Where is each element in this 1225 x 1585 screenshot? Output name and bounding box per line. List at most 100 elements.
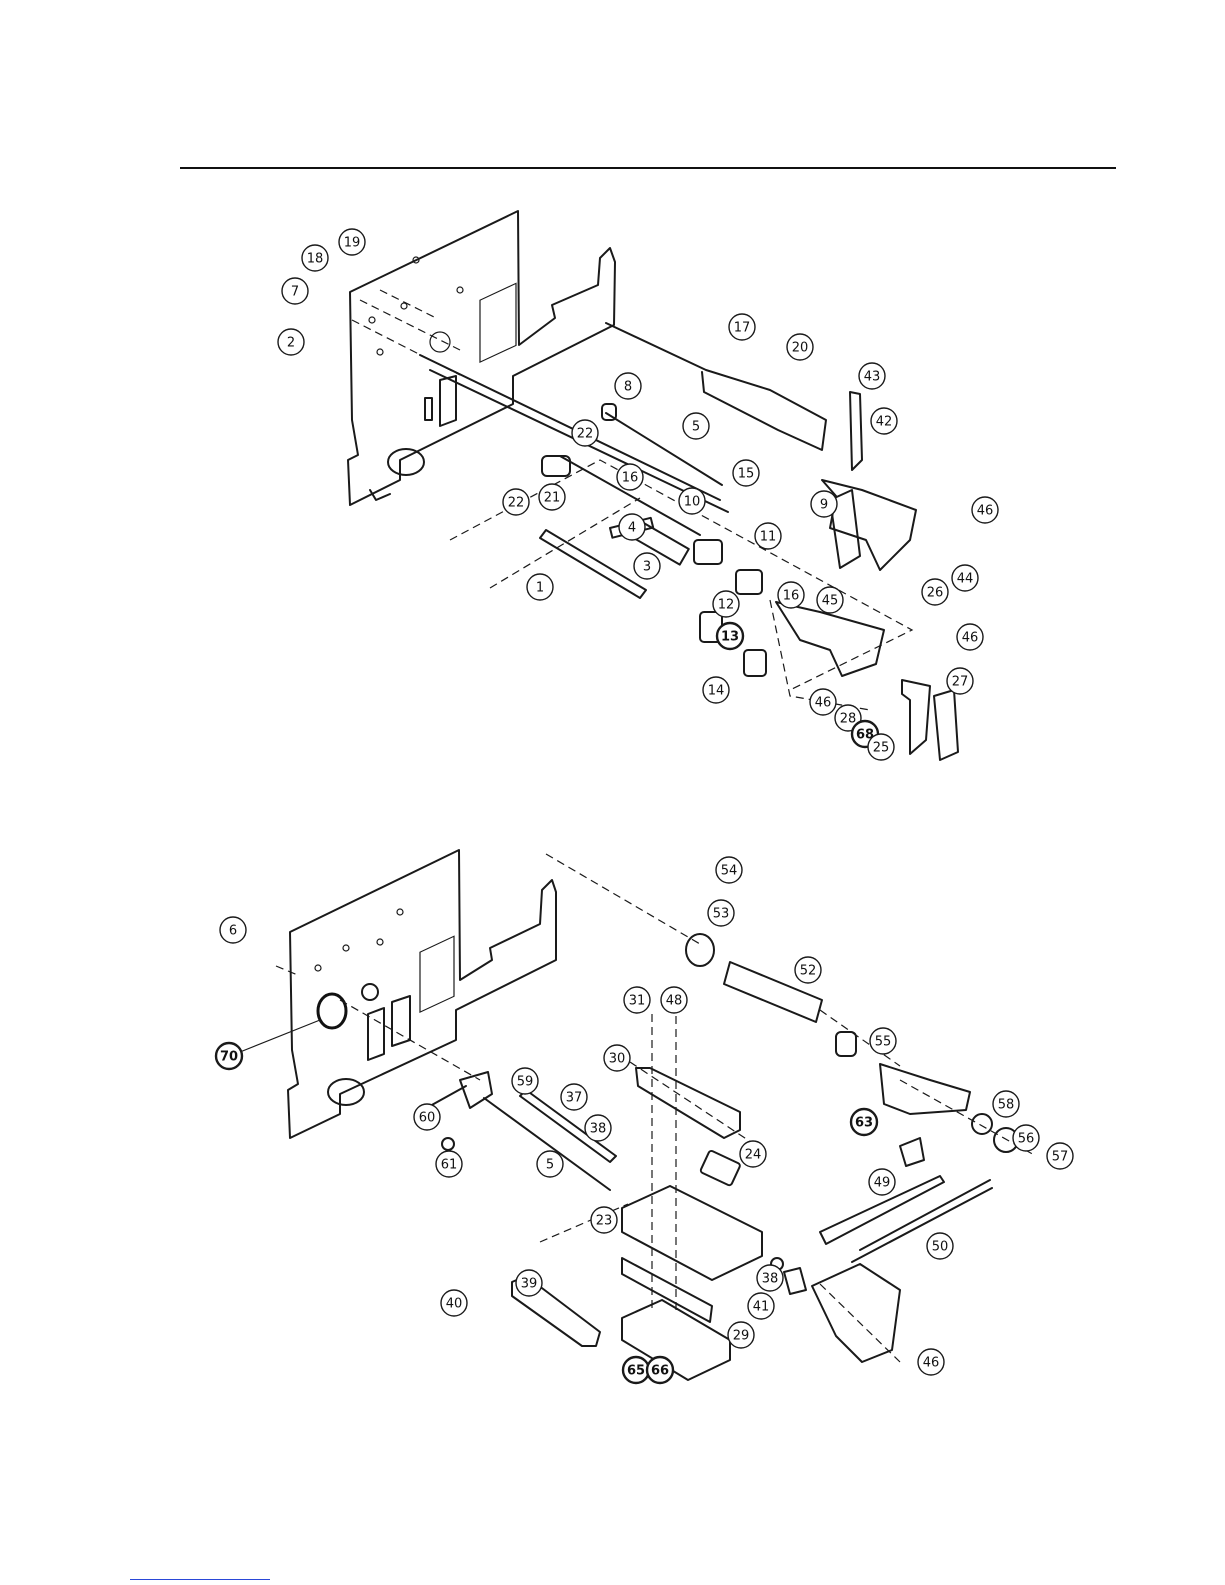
part-callout-46: 46 (810, 689, 836, 715)
part-callout-57: 57 (1047, 1143, 1073, 1169)
part-callout-24: 24 (740, 1141, 766, 1167)
callout-label: 27 (952, 675, 969, 690)
part-callout-55: 55 (870, 1028, 896, 1054)
callout-label: 17 (734, 321, 751, 336)
part-callout-39: 39 (516, 1270, 542, 1296)
callout-label: 2 (287, 336, 295, 351)
callout-label: 23 (596, 1214, 613, 1229)
part-callout-59: 59 (512, 1068, 538, 1094)
part-callout-46: 46 (918, 1349, 944, 1375)
part-callout-10: 10 (679, 488, 705, 514)
callout-label: 66 (651, 1364, 669, 1379)
part-callout-45: 45 (817, 587, 843, 613)
part-callout-12: 12 (713, 591, 739, 617)
callout-label: 49 (874, 1176, 891, 1191)
callout-label: 30 (609, 1052, 626, 1067)
callout-label: 12 (718, 598, 735, 613)
callout-label: 18 (307, 252, 324, 267)
part-callout-6: 6 (220, 917, 246, 943)
callout-label: 14 (708, 684, 725, 699)
part-callout-42: 42 (871, 408, 897, 434)
part-callout-66: 66 (647, 1357, 673, 1383)
callout-label: 16 (622, 471, 639, 486)
part-callout-25: 25 (868, 734, 894, 760)
part-callout-50: 50 (927, 1233, 953, 1259)
top-assembly-drawing (348, 211, 958, 760)
callout-label: 7 (291, 285, 299, 300)
part-callout-2: 2 (278, 329, 304, 355)
part-callout-48: 48 (661, 987, 687, 1013)
callout-label: 20 (792, 341, 809, 356)
part-callout-56: 56 (1013, 1125, 1039, 1151)
part-callout-41: 41 (748, 1293, 774, 1319)
callout-label: 15 (738, 467, 755, 482)
part-callout-58: 58 (993, 1091, 1019, 1117)
part-callout-5: 5 (683, 413, 709, 439)
callout-label: 46 (815, 696, 832, 711)
callout-label: 48 (666, 994, 683, 1009)
callout-label: 22 (508, 496, 525, 511)
callout-label: 5 (692, 420, 700, 435)
part-callout-23: 23 (591, 1207, 617, 1233)
callout-label: 24 (745, 1148, 762, 1163)
part-callout-18: 18 (302, 245, 328, 271)
callout-label: 4 (628, 521, 636, 536)
part-callout-22: 22 (572, 420, 598, 446)
callout-label: 41 (753, 1300, 770, 1315)
part-callout-44: 44 (952, 565, 978, 591)
callout-label: 28 (840, 712, 857, 727)
callout-label: 63 (855, 1116, 873, 1131)
callout-label: 10 (684, 495, 701, 510)
part-callout-14: 14 (703, 677, 729, 703)
callout-label: 5 (546, 1158, 554, 1173)
callout-label: 65 (627, 1364, 645, 1379)
callout-label: 46 (977, 504, 994, 519)
callout-label: 13 (721, 630, 739, 645)
callout-label: 61 (441, 1158, 458, 1173)
callout-label: 9 (820, 498, 828, 513)
callout-label: 56 (1018, 1132, 1035, 1147)
part-callout-40: 40 (441, 1290, 467, 1316)
callout-label: 3 (643, 560, 651, 575)
callout-label: 19 (344, 236, 361, 251)
part-callout-38: 38 (585, 1115, 611, 1141)
part-callout-43: 43 (859, 363, 885, 389)
callout-label: 50 (932, 1240, 949, 1255)
part-callout-38: 38 (757, 1265, 783, 1291)
part-callout-61: 61 (436, 1151, 462, 1177)
callout-label: 21 (544, 491, 561, 506)
footer-link-underline[interactable] (130, 1579, 270, 1580)
bottom-assembly-drawing (240, 850, 1036, 1380)
callout-label: 45 (822, 594, 839, 609)
part-callout-9: 9 (811, 491, 837, 517)
part-callout-30: 30 (604, 1045, 630, 1071)
part-callout-19: 19 (339, 229, 365, 255)
callout-label: 40 (446, 1297, 463, 1312)
callout-label: 60 (419, 1111, 436, 1126)
callout-label: 11 (760, 530, 777, 545)
part-callout-5: 5 (537, 1151, 563, 1177)
part-callout-46: 46 (957, 624, 983, 650)
callout-label: 57 (1052, 1150, 1069, 1165)
callout-label: 59 (517, 1075, 534, 1090)
callout-label: 58 (998, 1098, 1015, 1113)
callout-label: 26 (927, 586, 944, 601)
callout-label: 53 (713, 907, 730, 922)
part-callout-11: 11 (755, 523, 781, 549)
part-callout-4: 4 (619, 514, 645, 540)
part-callout-29: 29 (728, 1322, 754, 1348)
part-callout-53: 53 (708, 900, 734, 926)
callout-label: 1 (536, 581, 544, 596)
callout-label: 54 (721, 864, 738, 879)
callouts-bottom: 5453652314855703059375863605638245761549… (216, 857, 1073, 1383)
part-callout-27: 27 (947, 668, 973, 694)
callout-label: 8 (624, 380, 632, 395)
part-callout-1: 1 (527, 574, 553, 600)
part-callout-70: 70 (216, 1043, 242, 1069)
callout-label: 42 (876, 415, 893, 430)
part-callout-7: 7 (282, 278, 308, 304)
part-callout-17: 17 (729, 314, 755, 340)
part-callout-13: 13 (717, 623, 743, 649)
part-callout-16: 16 (778, 582, 804, 608)
